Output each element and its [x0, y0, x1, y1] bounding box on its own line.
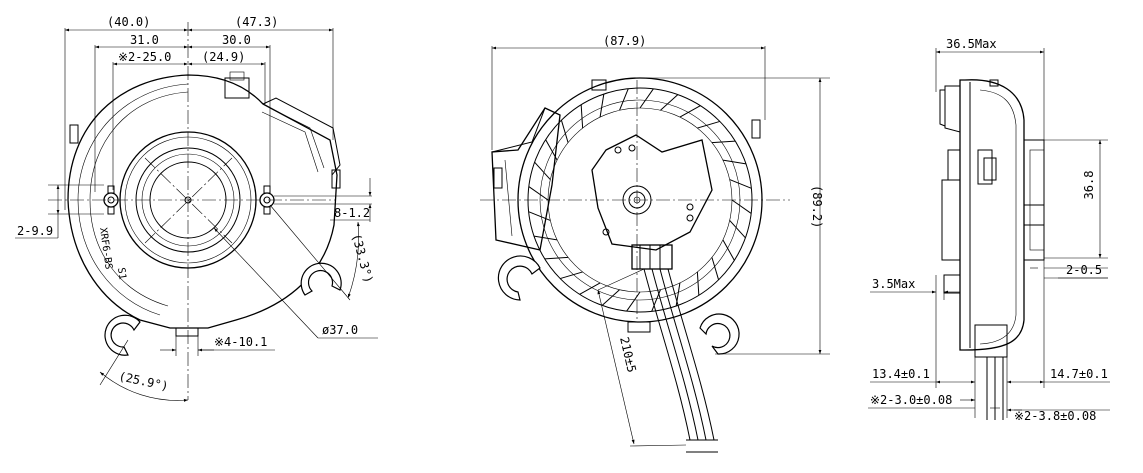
dim-rear-width: (87.9) [603, 34, 646, 48]
side-housing [959, 79, 1025, 351]
impeller-blade [697, 120, 720, 129]
dim-rear-cable: 210±5 [617, 336, 639, 374]
dim-side-3-8: ※2-3.8±0.08 [1014, 409, 1096, 423]
impeller-blade [599, 93, 605, 118]
front-clip-ring-left [104, 314, 141, 356]
rear-outlet-duct [491, 107, 561, 251]
rear-connector [631, 244, 673, 270]
impeller-blade [729, 179, 752, 189]
impeller-blade [711, 257, 720, 280]
impeller-blade [679, 105, 701, 118]
impeller-blade [580, 104, 584, 129]
impeller-blade [722, 159, 747, 165]
dim-front-dia-37: ø37.0 [322, 323, 358, 337]
impeller-blade [731, 199, 752, 214]
front-marking-2: S1 [115, 267, 128, 280]
rear-motor-plate [591, 134, 713, 251]
rear-cable [643, 268, 718, 453]
front-mount-boss-right [259, 185, 275, 215]
front-bottom-tab [175, 327, 199, 337]
dim-front-angle-33: (33.3°) [349, 232, 376, 284]
impeller-blade [696, 271, 700, 296]
impeller-blade [722, 239, 735, 261]
dim-front-2-9-9: 2-9.9 [17, 224, 53, 238]
dim-side-36-8: 36.8 [1082, 171, 1096, 200]
dim-front-8-1-2: 8-1.2 [334, 206, 370, 220]
dim-front-angle-25-9: (25.9°) [117, 369, 169, 393]
dim-front-width-right: (47.3) [235, 15, 278, 29]
impeller-blade [639, 88, 654, 109]
front-mount-boss-left [103, 185, 119, 215]
dim-front-width-left: (40.0) [107, 15, 150, 29]
front-housing-outline [67, 74, 338, 329]
impeller-blade [619, 88, 629, 111]
impeller-blade [675, 282, 681, 307]
dim-side-2-0-5: 2-0.5 [1066, 263, 1102, 277]
dim-front-24-9: (24.9) [202, 50, 245, 64]
impeller-blade [534, 161, 551, 180]
rear-view: (87.9) (89.2) 210±5 [480, 34, 830, 453]
side-connector [974, 324, 1008, 358]
dim-front-31: 31.0 [130, 33, 159, 47]
impeller-blade [711, 140, 736, 144]
impeller-blade [528, 211, 551, 221]
rear-clip-ring-left [497, 255, 541, 301]
dim-side-3-5: 3.5Max [872, 277, 915, 291]
impeller-blade [626, 291, 641, 312]
dim-front-25: ※2-25.0 [118, 50, 171, 64]
dim-front-4-10-1: ※4-10.1 [214, 335, 267, 349]
front-clip-ring-right [300, 262, 342, 296]
impeller-blade [528, 186, 549, 201]
front-view: XRF6-BS S1 (40.0) (47.3) 31.0 30.0 ※2-25… [15, 15, 378, 402]
dim-side-13-4: 13.4±0.1 [872, 367, 930, 381]
rear-clip-ring-right [699, 313, 740, 355]
side-view: 36.5Max 36.8 2-0.5 3.5Max 13.4±0.1 14.7±… [868, 37, 1110, 423]
impeller-blade [560, 120, 569, 143]
dim-rear-height: (89.2) [810, 185, 824, 228]
front-top-tab [224, 77, 250, 99]
impeller-blade [560, 271, 583, 280]
dim-side-3-0: ※2-3.0±0.08 [870, 393, 952, 407]
impeller-blade [544, 256, 569, 260]
impeller-blade [660, 94, 679, 111]
impeller-blade [579, 282, 601, 295]
front-shaft [184, 196, 192, 204]
impeller-blade [533, 235, 558, 241]
front-marking: XRF6-BS [97, 227, 114, 270]
impeller-blade [729, 220, 746, 239]
dim-side-depth: 36.5Max [946, 37, 997, 51]
dim-front-30: 30.0 [222, 33, 251, 47]
front-hub-outer [119, 131, 257, 269]
dim-side-14-7: 14.7±0.1 [1050, 367, 1108, 381]
